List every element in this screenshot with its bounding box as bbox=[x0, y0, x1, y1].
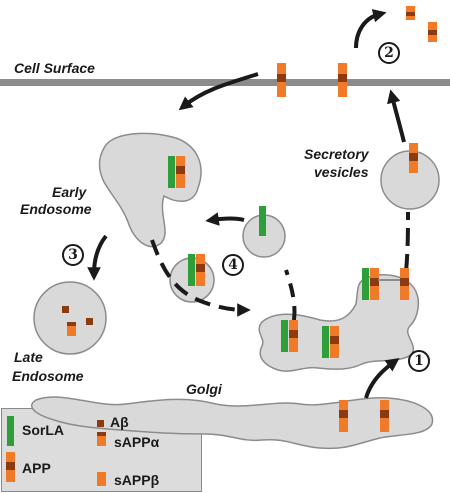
abeta-fragment-2 bbox=[86, 318, 93, 325]
legend-abeta-swatch bbox=[97, 420, 104, 427]
sorla-app-complex-endosome bbox=[168, 156, 185, 188]
golgi-label: Golgi bbox=[186, 381, 222, 397]
app-protein-golgi-edge bbox=[400, 268, 409, 300]
step-1-marker: 1 bbox=[408, 350, 430, 372]
late-endosome-label-line2: Endosome bbox=[12, 368, 84, 384]
step-3-marker: 3 bbox=[62, 244, 84, 266]
endosome-to-golgi-path bbox=[150, 239, 251, 317]
golgi-lower bbox=[31, 396, 434, 450]
legend-sappb-swatch bbox=[97, 472, 106, 486]
sapp-fragment-2 bbox=[428, 22, 437, 42]
legend-abeta-label: Aβ bbox=[110, 414, 129, 430]
endocytosis-arrow bbox=[178, 72, 259, 111]
legend-sappa-label: sAPPα bbox=[114, 434, 160, 450]
step-3-arrow bbox=[87, 234, 108, 281]
app-protein-surface-right bbox=[338, 63, 347, 97]
retrograde-arrow bbox=[205, 212, 245, 226]
cell-surface-membrane bbox=[0, 79, 450, 86]
early-endosome-label-line2: Endosome bbox=[20, 201, 92, 217]
abeta-fragment-1 bbox=[62, 306, 69, 313]
cell-surface-label: Cell Surface bbox=[14, 60, 95, 76]
sapp-fragment-late bbox=[67, 322, 76, 336]
legend-app-swatch bbox=[6, 452, 15, 482]
sorla-app-complex-golgi-left bbox=[281, 320, 298, 352]
exocytosis-arrow bbox=[387, 89, 406, 143]
early-endosome-label-line1: Early bbox=[52, 184, 87, 200]
late-endosome-label-line1: Late bbox=[14, 349, 43, 365]
sorla-app-complex-vesicle bbox=[188, 254, 205, 286]
legend-sorla-label: SorLA bbox=[22, 422, 64, 438]
app-protein-golgi-lower-left bbox=[339, 400, 348, 432]
late-endosome bbox=[33, 281, 107, 355]
legend-sappb-label: sAPPβ bbox=[114, 472, 160, 488]
sorla-app-complex-golgi-right bbox=[362, 268, 379, 300]
golgi-to-endosome-path bbox=[284, 269, 297, 321]
secretory-vesicles-label-line1: Secretory bbox=[304, 146, 369, 162]
early-endosome bbox=[98, 132, 202, 248]
step-1-arrow bbox=[364, 358, 400, 399]
legend-sorla-swatch bbox=[7, 416, 14, 446]
sapp-fragment-1 bbox=[406, 6, 415, 20]
legend-app-label: APP bbox=[22, 460, 51, 476]
sorla-app-complex-golgi-mid bbox=[322, 326, 339, 358]
sorla-protein-vesicle bbox=[259, 206, 266, 236]
app-protein-golgi-lower-right bbox=[380, 400, 389, 432]
app-protein-secretory bbox=[409, 143, 418, 173]
app-protein-surface-left bbox=[277, 63, 286, 97]
step-2-arrow bbox=[354, 9, 387, 49]
golgi-to-secretory-path bbox=[404, 211, 410, 273]
step-4-marker: 4 bbox=[222, 254, 244, 276]
step-2-marker: 2 bbox=[378, 42, 400, 64]
secretory-vesicles-label-line2: vesicles bbox=[314, 164, 369, 180]
legend-sappa-swatch bbox=[97, 432, 106, 446]
